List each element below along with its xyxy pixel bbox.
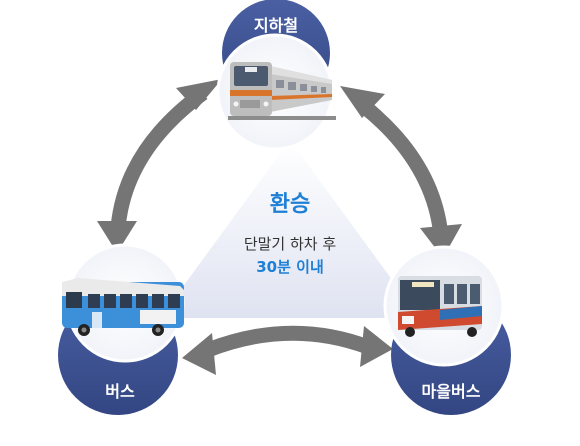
center-subtitle-line1: 단말기 하차 후 bbox=[243, 235, 337, 253]
arrow-subway-village-bus bbox=[340, 86, 462, 258]
village-bus-label: 마을버스 bbox=[421, 382, 481, 401]
center-subtitle-line2: 30분 이내 bbox=[256, 258, 324, 276]
center-title: 환승 bbox=[269, 192, 311, 217]
center-triangle bbox=[160, 140, 420, 318]
arrow-bus-village-bus bbox=[182, 325, 393, 375]
subway-label: 지하철 bbox=[253, 16, 299, 35]
arrow-subway-bus bbox=[97, 79, 222, 253]
bus-label: 버스 bbox=[105, 382, 135, 401]
transfer-arrows bbox=[97, 79, 462, 375]
